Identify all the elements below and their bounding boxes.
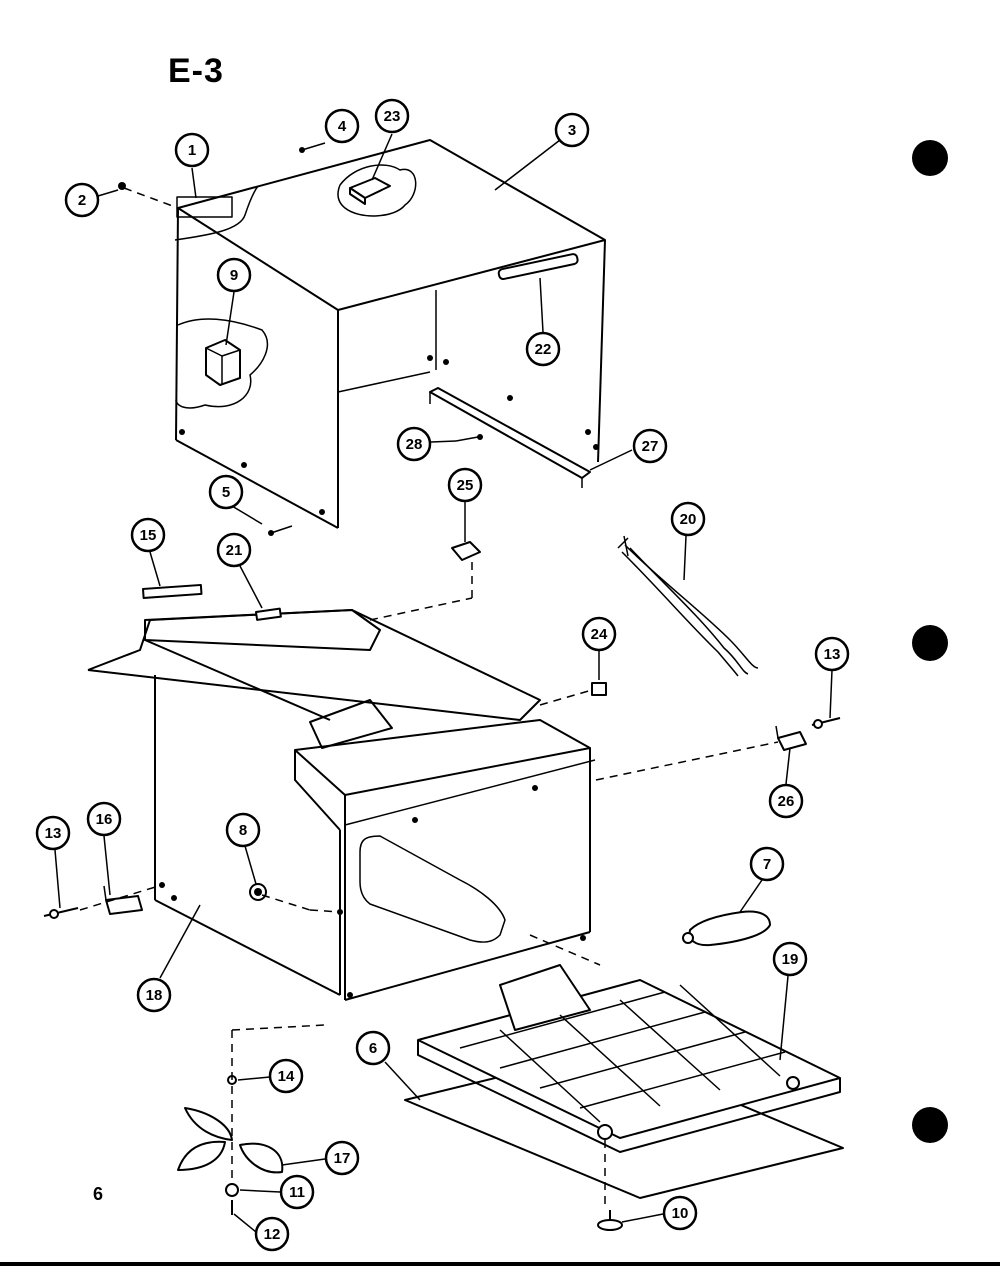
svg-text:6: 6 xyxy=(369,1040,377,1057)
screw-hole xyxy=(347,992,353,998)
svg-text:3: 3 xyxy=(568,122,576,139)
callout-4: 4 xyxy=(324,108,360,144)
svg-text:21: 21 xyxy=(226,542,243,559)
callout-25: 25 xyxy=(447,467,483,542)
svg-text:10: 10 xyxy=(672,1205,689,1222)
svg-text:5: 5 xyxy=(222,484,230,501)
base-chassis xyxy=(87,609,596,1001)
small-parts xyxy=(43,142,841,947)
callout-7: 7 xyxy=(739,846,785,913)
base-pan xyxy=(404,964,844,1231)
svg-text:23: 23 xyxy=(384,108,401,125)
svg-text:2: 2 xyxy=(78,192,86,209)
svg-text:26: 26 xyxy=(778,793,795,810)
screw-hole xyxy=(593,444,599,450)
screw-hole xyxy=(427,355,433,361)
svg-text:15: 15 xyxy=(140,527,157,544)
scan-edge xyxy=(0,1262,1000,1266)
callout-15: 15 xyxy=(130,517,166,587)
callout-13-left: 13 xyxy=(35,815,71,909)
svg-text:17: 17 xyxy=(334,1150,351,1167)
svg-text:14: 14 xyxy=(278,1068,295,1085)
svg-text:18: 18 xyxy=(146,987,163,1004)
svg-text:9: 9 xyxy=(230,267,238,284)
svg-text:8: 8 xyxy=(239,822,247,839)
callout-28: 28 xyxy=(396,426,457,462)
svg-text:11: 11 xyxy=(289,1184,305,1201)
screw-hole xyxy=(580,935,586,941)
callouts: 1 2 3 4 23 9 22 28 27 5 25 15 21 20 24 1… xyxy=(35,98,850,1252)
callout-24: 24 xyxy=(581,616,617,680)
callout-11: 11 xyxy=(239,1174,315,1210)
svg-text:7: 7 xyxy=(763,856,771,873)
binder-hole-top xyxy=(912,140,948,176)
svg-text:24: 24 xyxy=(591,626,608,643)
callout-3: 3 xyxy=(494,112,590,191)
callout-9: 9 xyxy=(216,257,252,346)
callout-17: 17 xyxy=(281,1140,360,1176)
page-number: 6 xyxy=(93,1184,104,1204)
callout-10: 10 xyxy=(621,1195,698,1231)
binder-hole-bottom xyxy=(912,1107,948,1143)
cabinet-wrapper xyxy=(118,139,606,536)
svg-text:13: 13 xyxy=(45,825,62,842)
callout-23: 23 xyxy=(371,98,410,181)
screw-hole xyxy=(585,429,591,435)
screw-hole xyxy=(443,359,449,365)
callout-8: 8 xyxy=(225,812,261,885)
screw-hole xyxy=(532,785,538,791)
svg-text:19: 19 xyxy=(782,951,799,968)
callout-2: 2 xyxy=(64,182,119,218)
callout-18: 18 xyxy=(136,904,201,1013)
screw-hole xyxy=(477,434,483,440)
svg-text:12: 12 xyxy=(264,1226,281,1243)
svg-text:27: 27 xyxy=(642,438,659,455)
svg-text:16: 16 xyxy=(96,811,113,828)
screw-hole xyxy=(319,509,325,515)
svg-text:13: 13 xyxy=(824,646,841,663)
callout-1: 1 xyxy=(174,132,210,199)
callout-13-right: 13 xyxy=(814,636,850,719)
callout-16: 16 xyxy=(86,801,122,896)
binder-hole-middle xyxy=(912,625,948,661)
diagram-title: E-3 xyxy=(168,52,224,90)
callout-12: 12 xyxy=(233,1213,290,1252)
binder-holes xyxy=(912,140,948,1143)
svg-text:20: 20 xyxy=(680,511,697,528)
callout-6: 6 xyxy=(355,1030,421,1101)
callout-22: 22 xyxy=(525,277,561,367)
screw-hole xyxy=(507,395,513,401)
callout-5: 5 xyxy=(208,474,263,525)
assembly-lines xyxy=(79,187,779,1210)
callout-14: 14 xyxy=(237,1058,304,1094)
screw-hole xyxy=(241,462,247,468)
svg-text:22: 22 xyxy=(535,341,552,358)
screw-hole xyxy=(179,429,185,435)
callout-20: 20 xyxy=(670,501,706,581)
svg-text:4: 4 xyxy=(338,118,347,135)
callout-19: 19 xyxy=(772,941,808,1061)
callout-21: 21 xyxy=(216,532,263,609)
fan-assembly xyxy=(177,1075,284,1215)
screw-hole xyxy=(171,895,177,901)
svg-text:1: 1 xyxy=(188,142,196,159)
callout-27: 27 xyxy=(589,428,668,471)
callout-26: 26 xyxy=(768,747,804,819)
screw-hole xyxy=(412,817,418,823)
svg-text:25: 25 xyxy=(457,477,474,494)
svg-text:28: 28 xyxy=(406,436,423,453)
